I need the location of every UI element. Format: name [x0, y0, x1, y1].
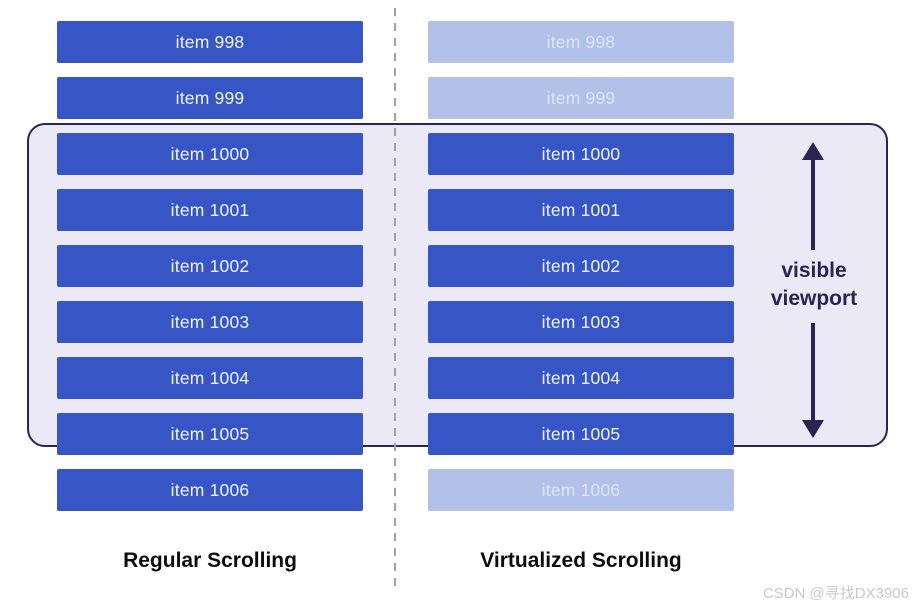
list-item: item 998: [428, 21, 734, 63]
list-item: item 1004: [57, 357, 363, 399]
list-item: item 1002: [57, 245, 363, 287]
list-item: item 1000: [57, 133, 363, 175]
virtualized-scrolling-title: Virtualized Scrolling: [480, 549, 682, 572]
arrow-up-icon: [802, 142, 824, 250]
watermark: CSDN @寻找DX3906: [762, 585, 909, 602]
list-item: item 1005: [57, 413, 363, 455]
list-item: item 1005: [428, 413, 734, 455]
list-item: item 999: [428, 77, 734, 119]
regular-scrolling-title: Regular Scrolling: [123, 549, 297, 572]
visible-viewport-label-line2: viewport: [770, 287, 858, 310]
list-item: item 1003: [57, 301, 363, 343]
list-item: item 1001: [428, 189, 734, 231]
list-item: item 999: [57, 77, 363, 119]
virtualized-scrolling-column: item 998 item 999 item 1000 item 1001 item 1…: [428, 21, 734, 511]
list-item: item 998: [57, 21, 363, 63]
list-item: item 1004: [428, 357, 734, 399]
visible-viewport-label: visible viewport: [714, 257, 914, 313]
list-item: item 1001: [57, 189, 363, 231]
list-item: item 1003: [428, 301, 734, 343]
list-item: item 1002: [428, 245, 734, 287]
arrow-down-icon: [802, 323, 824, 438]
column-divider: [394, 8, 396, 592]
list-item: item 1000: [428, 133, 734, 175]
list-item: item 1006: [57, 469, 363, 511]
regular-scrolling-column: item 998 item 999 item 1000 item 1001 item 1…: [57, 21, 363, 511]
list-item: item 1006: [428, 469, 734, 511]
visible-viewport-label-line1: visible: [781, 259, 847, 282]
